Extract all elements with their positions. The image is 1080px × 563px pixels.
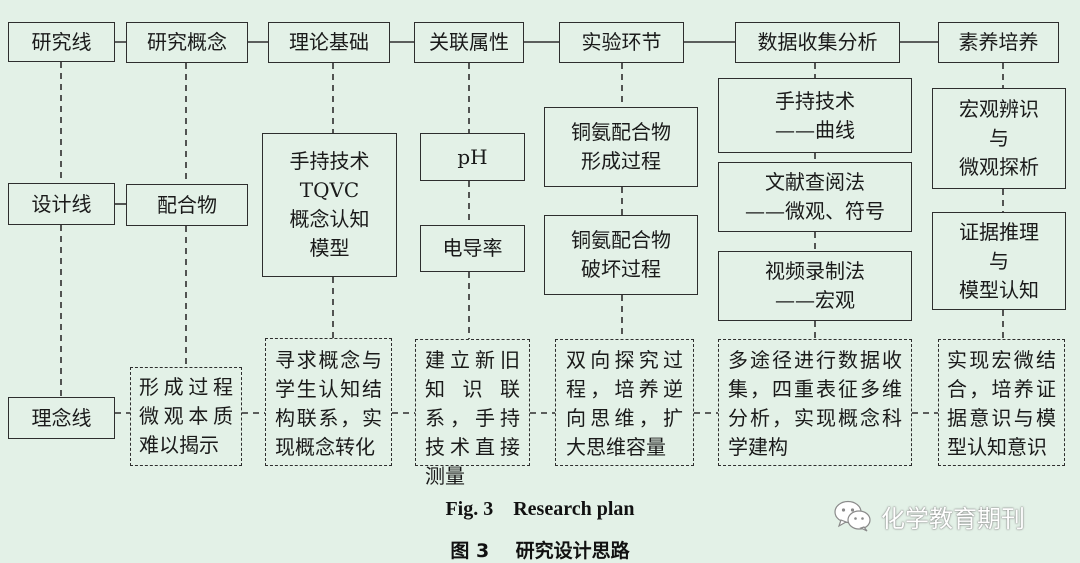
design-ph: pH (420, 133, 525, 181)
design-formation-process: 铜氨配合物 形成过程 (544, 107, 698, 187)
header-theory-basis: 理论基础 (268, 22, 390, 63)
header-associated-attributes: 关联属性 (414, 22, 524, 63)
concept-box-4: 双向探究过程，培养逆向思维，扩大思维容量 (555, 339, 694, 466)
header-data-analysis: 数据收集分析 (735, 22, 900, 63)
concept-box-3: 建立新旧知识联系，手持技术直接测量 (415, 339, 530, 488)
design-destruction-process: 铜氨配合物 破坏过程 (544, 215, 698, 295)
lane-design-line: 设计线 (8, 183, 115, 225)
design-video-recording: 视频录制法 ——宏观 (718, 251, 912, 321)
concept-box-2: 寻求概念与学生认知结构联系，实现概念转化 (265, 338, 392, 466)
design-handheld-curve: 手持技术 ——曲线 (718, 78, 912, 153)
header-research-concept: 研究概念 (126, 22, 248, 63)
design-literature-review: 文献查阅法 ——微观、符号 (718, 162, 912, 232)
header-experiment-steps: 实验环节 (559, 22, 684, 63)
design-conductivity: 电导率 (420, 225, 525, 272)
watermark-text: 化学教育期刊 (881, 504, 1025, 533)
wechat-icon (834, 500, 871, 532)
design-theory-model: 手持技术 TQVC 概念认知 模型 (262, 133, 397, 277)
design-macro-micro: 宏观辨识 与 微观探析 (932, 88, 1066, 189)
caption-chinese: 图 3 研究设计思路 (450, 540, 630, 562)
lane-research-line: 研究线 (8, 22, 115, 62)
design-evidence-model: 证据推理 与 模型认知 (932, 212, 1066, 310)
caption-english: Fig. 3 Research plan (445, 498, 635, 520)
concept-box-5: 多途径进行数据收集，四重表征多维分析，实现概念科学建构 (718, 339, 912, 466)
design-complex: 配合物 (126, 184, 248, 226)
watermark: 化学教育期刊 (833, 496, 1025, 536)
header-literacy: 素养培养 (938, 22, 1059, 63)
concept-box-6: 实现宏微结合，培养证据意识与模型认知意识 (938, 339, 1065, 466)
concept-box-1: 形成过程微观本质难以揭示 (130, 367, 242, 466)
lane-concept-line: 理念线 (8, 397, 115, 439)
